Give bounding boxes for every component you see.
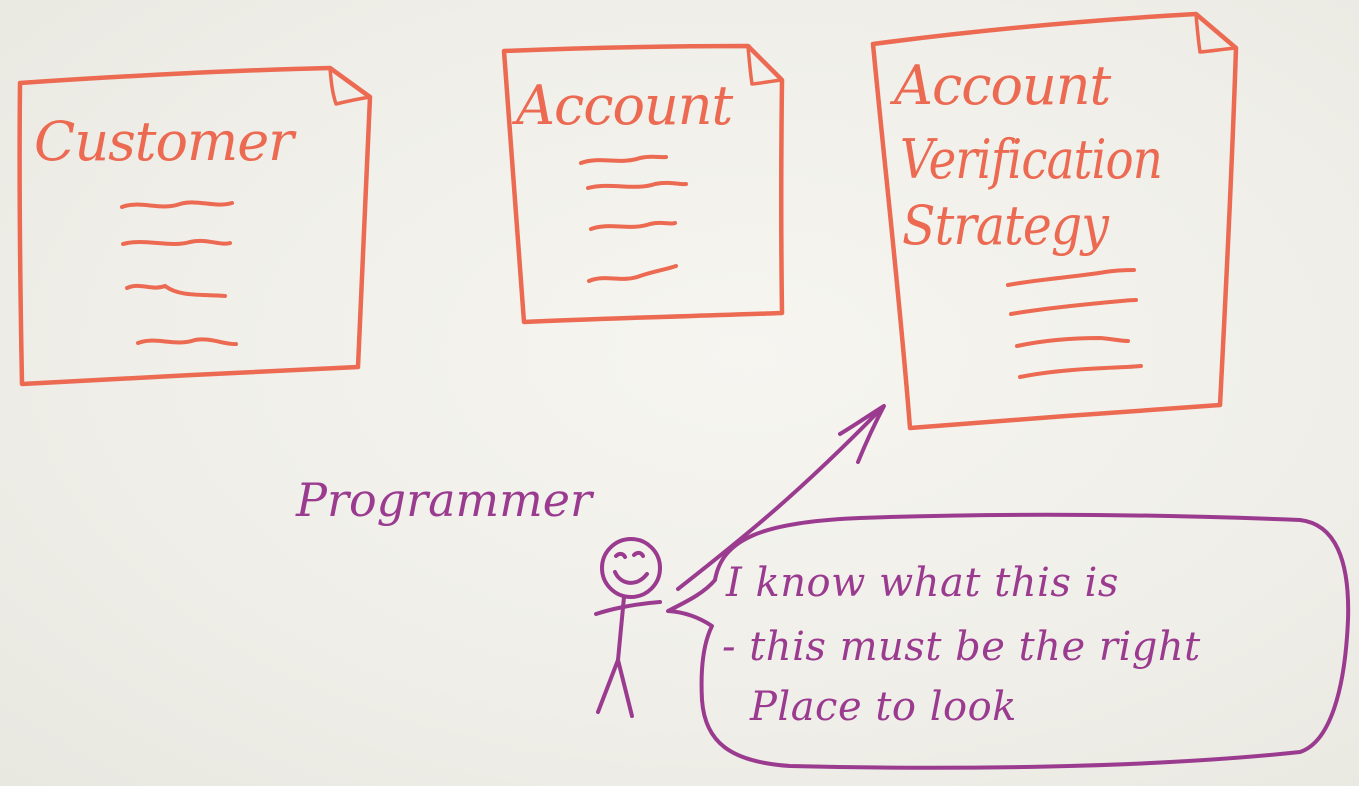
speech-bubble-line: Place to look [749,684,1017,730]
speech-bubble-line: - this must be the right [722,624,1201,670]
card-title-line: Account [889,54,1112,117]
arrow-shaft [676,410,880,591]
arrow-head [838,404,886,464]
attribute-line [1018,364,1143,379]
class-card-customer: Customer [17,65,373,387]
stick-figure-head [600,537,662,599]
attribute-line [587,264,678,283]
speech-bubble-outline [666,512,1351,770]
attribute-line [586,180,688,190]
stick-figure-smile [613,570,649,585]
arrow-icon [676,404,886,591]
attribute-line [1009,298,1138,316]
attribute-line [589,220,677,231]
card-title-line: Customer [34,110,297,173]
attribute-line [1006,268,1136,287]
speech-bubble: I know what this is - this must be the r… [666,512,1351,770]
speech-bubble-line: I know what this is [725,560,1119,606]
stick-figure-icon [594,537,662,718]
attribute-lines [120,200,238,347]
stick-figure-eye [614,551,627,559]
stick-figure-eye [632,550,645,558]
stick-figure-arms [594,600,662,616]
stick-figure-legs [596,658,634,718]
attribute-line [136,337,238,347]
card-outline [17,65,373,387]
class-card-account-verification-strategy: Account Verification Strategy [870,11,1239,431]
attribute-lines [1006,268,1143,379]
attribute-line [125,283,227,298]
card-outline [870,11,1239,431]
class-card-account: Account [501,43,785,325]
card-title-line: Account [511,74,734,137]
attribute-line [579,154,668,165]
card-title-line: Strategy [902,194,1110,257]
card-fold-icon [746,44,784,86]
actor-label: Programmer [295,473,595,527]
attribute-line [1015,335,1130,348]
card-title-line: Verification [900,128,1162,191]
card-fold-icon [1194,12,1238,54]
card-outline [501,43,785,325]
attribute-line [120,200,234,209]
attribute-line [121,238,232,246]
attribute-lines [579,154,688,283]
card-fold-icon [328,66,372,106]
